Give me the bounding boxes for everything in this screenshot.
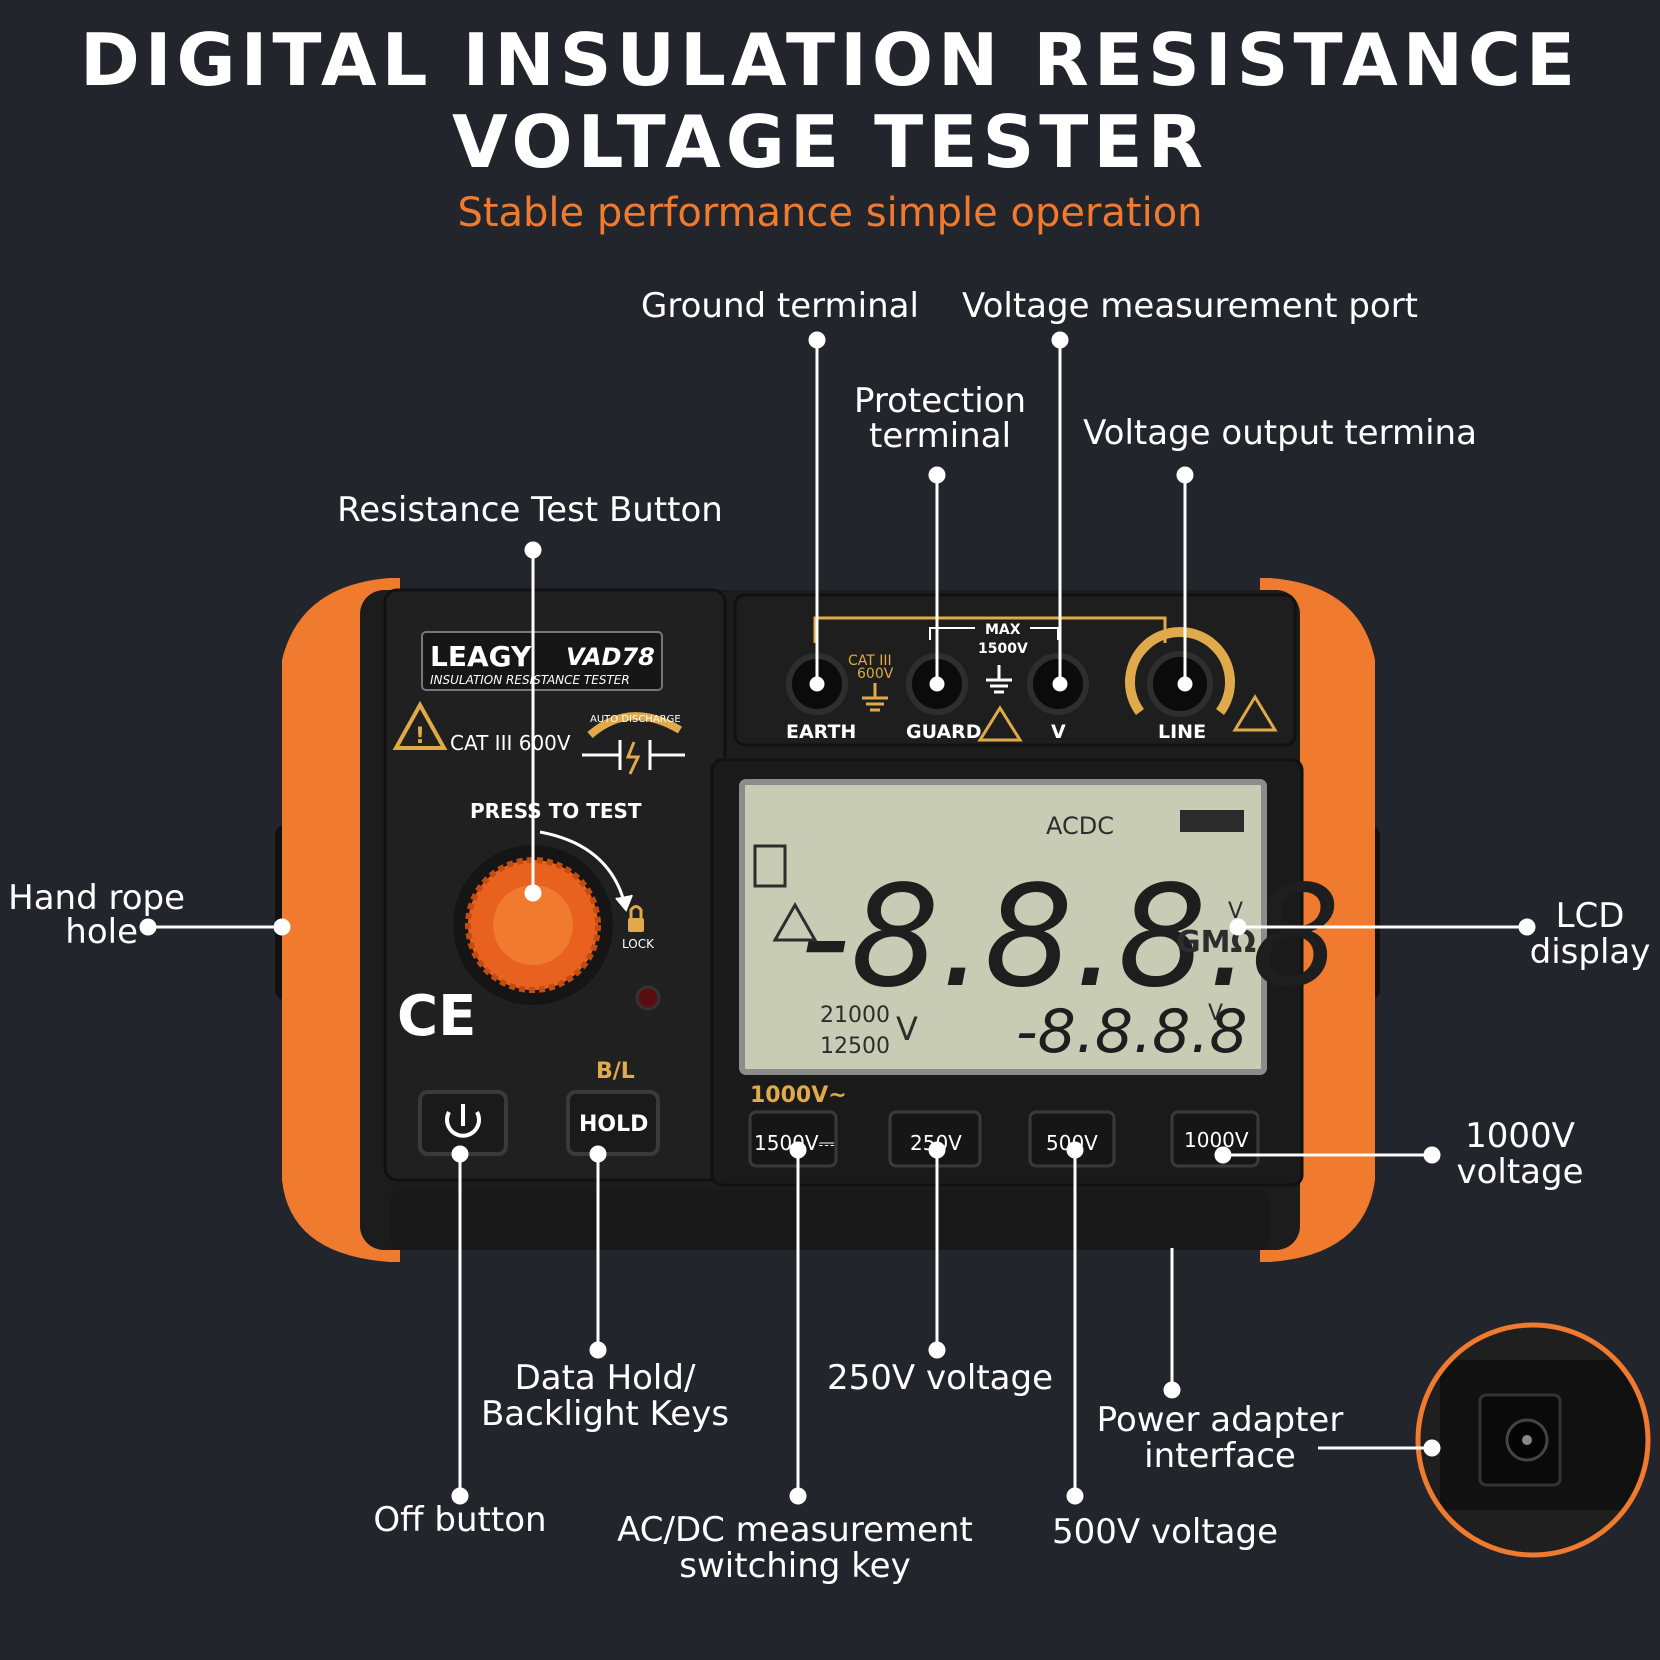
callout-acdc-1: AC/DC measurement [617,1510,973,1550]
hold-button[interactable] [566,1090,660,1156]
callout-acdc-2: switching key [679,1546,911,1586]
knob-center [493,885,573,965]
callout-protection-terminal-1: Protection [853,381,1026,421]
callout-data-hold-1: Data Hold/ [514,1358,696,1398]
max-bracket [929,627,1059,640]
earth-label: EARTH [786,721,856,743]
callout-hand-rope-hole-2: hole [65,912,138,952]
capacitor-icon [582,740,685,770]
auto-discharge-label: AUTO DISCHARGE [590,714,681,725]
ce-mark: CE [397,984,476,1049]
callout-lcd-display-1: LCD [1555,896,1625,936]
v-label: V [1051,721,1066,743]
lock-label: LOCK [622,937,655,951]
hold-button-label: HOLD [579,1112,648,1137]
callout-1000v-2: voltage [1456,1152,1584,1192]
lcd-hv-warning-icon [772,901,818,942]
lcd-hold-icon [753,844,787,888]
callout-data-hold-2: Backlight Keys [480,1394,730,1434]
guard-warning-icon [977,705,1023,742]
bolt-icon [625,741,641,775]
button-1000v-label: 1000V [1184,1128,1249,1152]
callout-1000v-1: 1000V [1465,1116,1575,1156]
lcd-small-left-2: 12500 [820,1034,890,1059]
callout-voltage-measurement-port: Voltage measurement port [961,286,1419,326]
callout-power-adapter-2: interface [1144,1436,1296,1476]
model-subtitle: INSULATION RESISTANCE TESTER [430,673,630,687]
lcd-small-left-unit: V [896,1010,918,1048]
callout-voltage-output-terminal: Voltage output termina [1083,413,1477,453]
page-subtitle: Stable performance simple operation [457,190,1203,236]
button-500v[interactable] [1028,1110,1116,1168]
discharge-arc [587,712,683,739]
line-jack-ring [1125,627,1235,715]
callout-resistance-test-button: Resistance Test Button [337,490,723,530]
line-label: LINE [1158,721,1206,743]
callout-hand-rope-hole-1: Hand rope [8,878,185,918]
power-icon [445,1111,481,1138]
lcd-unit-top: V [1228,899,1243,924]
callout-power-adapter-1: Power adapter [1096,1400,1344,1440]
callout-off-button: Off button [373,1500,547,1540]
backlight-label: B/L [596,1059,635,1084]
rotate-arrow [539,830,627,906]
callout-protection-terminal-2: terminal [868,416,1012,456]
battery-indicator [1180,810,1244,832]
indicator-led [635,985,661,1011]
max-label-2: 1500V [978,641,1028,657]
lcd-main-reading: -8.8.8.8 [800,856,1340,1019]
terminal-panel [733,593,1297,747]
rotate-arrowhead [615,894,633,912]
line-warning-icon [1232,694,1278,732]
button-1500v[interactable] [748,1110,838,1168]
earth-ground-icon [862,683,888,712]
page-title-line2: VOLTAGE TESTER [451,100,1209,184]
callout-500v-voltage: 500V voltage [1052,1512,1278,1552]
cat-terminal-1: CAT III [848,653,892,669]
lcd-small-left-1: 21000 [820,1003,890,1028]
model-name: VAD78 [566,643,655,671]
button-250v[interactable] [888,1110,982,1168]
warning-mark: ! [415,724,425,749]
lock-icon [628,918,644,932]
brand-plate [421,631,663,691]
callout-ground-terminal: Ground terminal [641,286,919,326]
button-1000v[interactable] [1170,1110,1260,1168]
callout-250v-voltage: 250V voltage [827,1358,1053,1398]
dc-jack-pin [1522,1435,1532,1445]
guard-label: GUARD [906,721,982,743]
max-label-1: MAX [985,622,1021,638]
warning-icon [392,700,448,750]
lcd-secondary-reading: -8.8.8.8 [1016,997,1248,1067]
lock-shackle [629,905,643,918]
callout-lines [139,331,1536,1505]
cat-terminal-2: 600V [857,666,894,682]
lcd-secondary-unit: V [1208,1001,1223,1026]
cat-rating-left: CAT III 600V [450,731,571,755]
page-title-line1: DIGITAL INSULATION RESISTANCE [79,18,1581,102]
bottom-ridge [390,1190,1270,1250]
ac-range-label: 1000V~ [750,1083,847,1108]
callout-lcd-display-2: display [1529,932,1651,972]
press-to-test-label: PRESS TO TEST [470,799,642,823]
lcd-acdc: ACDC [1046,812,1114,840]
brand-logo: LEAGY [430,640,532,673]
guard-ground-icon [986,665,1012,694]
